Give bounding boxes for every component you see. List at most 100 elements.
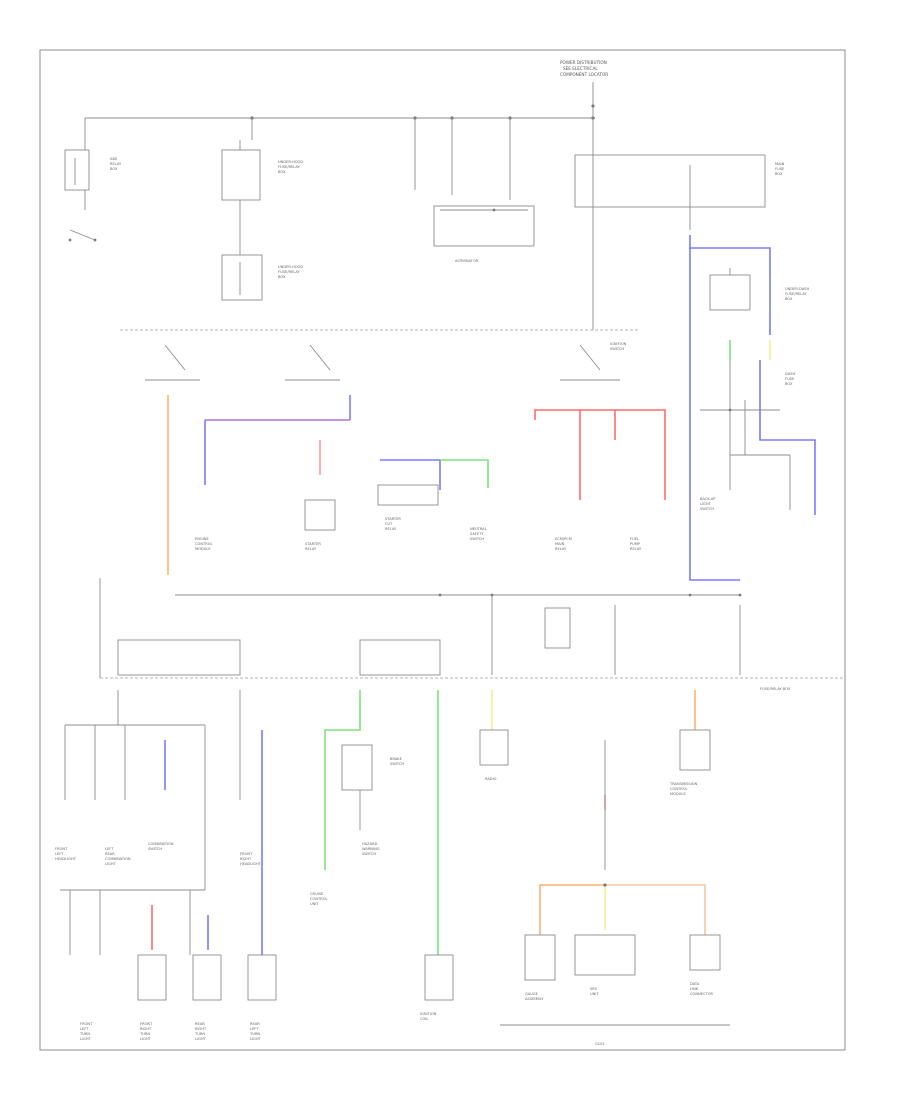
- svg-text:SWITCH: SWITCH: [362, 852, 376, 856]
- svg-text:REAR: REAR: [195, 1022, 205, 1026]
- svg-text:LIGHT: LIGHT: [195, 1037, 207, 1041]
- svg-text:RELAY: RELAY: [305, 547, 317, 551]
- svg-text:RELAY: RELAY: [110, 162, 122, 166]
- svg-text:LIGHT: LIGHT: [250, 1037, 262, 1041]
- bottom-colored-wires: [151, 690, 706, 955]
- svg-text:FRONT: FRONT: [140, 1022, 153, 1026]
- svg-text:BACK-UP: BACK-UP: [700, 497, 716, 501]
- svg-text:HAZARD: HAZARD: [362, 842, 378, 846]
- svg-text:IGNITION: IGNITION: [420, 1012, 437, 1016]
- svg-text:LINK: LINK: [690, 987, 699, 991]
- svg-text:LEFT: LEFT: [55, 852, 64, 856]
- svg-text:STARTER: STARTER: [305, 542, 321, 546]
- svg-text:SWITCH: SWITCH: [390, 762, 404, 766]
- svg-text:COMBINATION: COMBINATION: [148, 842, 174, 846]
- svg-text:UNDER-HOOD: UNDER-HOOD: [278, 160, 303, 164]
- middle-colored-wires: [167, 395, 666, 575]
- svg-text:SWITCH: SWITCH: [610, 347, 624, 351]
- svg-text:BOX: BOX: [278, 170, 286, 174]
- svg-text:TURN: TURN: [79, 1032, 90, 1036]
- svg-text:LIGHT: LIGHT: [80, 1037, 92, 1041]
- bottom-wiring: [60, 690, 730, 1026]
- diagram-frame: [39, 49, 846, 1051]
- svg-text:BOX: BOX: [278, 275, 286, 279]
- svg-text:CONTROL: CONTROL: [195, 542, 213, 546]
- svg-text:BOX: BOX: [110, 167, 118, 171]
- svg-text:CONTROL: CONTROL: [310, 897, 328, 901]
- svg-text:ABS: ABS: [110, 157, 118, 161]
- svg-text:BOX: BOX: [785, 297, 793, 301]
- middle-components: ENGINE CONTROL MODULE STARTER RELAY STAR…: [195, 484, 642, 551]
- svg-text:PUMP: PUMP: [630, 542, 641, 546]
- svg-text:UNDER-DASH: UNDER-DASH: [785, 287, 809, 291]
- svg-text:LEFT: LEFT: [250, 1027, 259, 1031]
- svg-text:FUSE: FUSE: [775, 167, 785, 171]
- svg-text:MAIN: MAIN: [555, 542, 565, 546]
- svg-text:TRANSMISSION: TRANSMISSION: [669, 782, 698, 786]
- svg-text:CONTROL: CONTROL: [670, 787, 688, 791]
- svg-text:UNDER-HOOD: UNDER-HOOD: [278, 265, 303, 269]
- svg-text:COMPONENT LOCATOR: COMPONENT LOCATOR: [560, 72, 608, 77]
- svg-text:ALTERNATOR: ALTERNATOR: [455, 259, 479, 263]
- svg-text:HEADLIGHT: HEADLIGHT: [55, 857, 77, 861]
- svg-text:STARTER: STARTER: [385, 517, 401, 521]
- svg-text:MODULE: MODULE: [670, 792, 686, 796]
- svg-text:FRONT: FRONT: [240, 852, 253, 856]
- svg-text:ECM/PCM: ECM/PCM: [555, 537, 572, 541]
- svg-text:ASSEMBLY: ASSEMBLY: [525, 997, 544, 1001]
- svg-text:TURN: TURN: [139, 1032, 150, 1036]
- svg-text:GAUGE: GAUGE: [525, 992, 539, 996]
- svg-text:LIGHT: LIGHT: [105, 862, 117, 866]
- svg-text:RIGHT: RIGHT: [140, 1027, 152, 1031]
- svg-text:SRS: SRS: [590, 987, 598, 991]
- alternator-group: ALTERNATOR: [414, 118, 535, 263]
- main-fuse-box: MAIN FUSE BOX: [574, 118, 785, 330]
- svg-text:LIGHT: LIGHT: [700, 502, 712, 506]
- svg-text:SEE ELECTRICAL: SEE ELECTRICAL: [563, 66, 598, 71]
- svg-text:FUSE/RELAY: FUSE/RELAY: [278, 165, 300, 169]
- svg-text:POWER DISTRIBUTION: POWER DISTRIBUTION: [560, 60, 607, 65]
- svg-text:COIL: COIL: [420, 1017, 428, 1021]
- svg-text:SWITCH: SWITCH: [148, 847, 162, 851]
- svg-text:LEFT: LEFT: [105, 847, 114, 851]
- svg-text:IGNITION: IGNITION: [610, 342, 627, 346]
- svg-text:RIGHT: RIGHT: [195, 1027, 207, 1031]
- svg-text:CUT: CUT: [385, 522, 393, 526]
- svg-text:SWITCH: SWITCH: [700, 507, 714, 511]
- svg-text:BRAKE: BRAKE: [390, 757, 403, 761]
- bottom-labels: FRONT LEFT HEADLIGHT LEFT REAR COMBINATI…: [55, 757, 714, 1041]
- svg-text:BOX: BOX: [785, 382, 793, 386]
- svg-text:HEADLIGHT: HEADLIGHT: [240, 862, 262, 866]
- svg-text:UNIT: UNIT: [310, 902, 319, 906]
- svg-text:LEFT: LEFT: [80, 1027, 89, 1031]
- svg-text:RADIO: RADIO: [485, 777, 497, 781]
- footer-center: G101: [595, 1042, 605, 1046]
- upper-fuse-group: UNDER-HOOD FUSE/RELAY BOX UNDER-HOOD FUS…: [221, 118, 303, 301]
- svg-text:CONNECTOR: CONNECTOR: [690, 992, 714, 996]
- svg-text:TURN: TURN: [194, 1032, 205, 1036]
- svg-text:TURN: TURN: [249, 1032, 260, 1036]
- svg-text:FUSE/RELAY: FUSE/RELAY: [785, 292, 807, 296]
- svg-text:WARNING: WARNING: [362, 847, 380, 851]
- svg-text:FUSE: FUSE: [785, 377, 795, 381]
- svg-text:REAR: REAR: [105, 852, 115, 856]
- svg-text:DATA: DATA: [690, 982, 700, 986]
- svg-text:SWITCH: SWITCH: [470, 537, 484, 541]
- svg-text:MAIN: MAIN: [775, 162, 785, 166]
- svg-text:RIGHT: RIGHT: [240, 857, 252, 861]
- svg-text:LIGHT: LIGHT: [140, 1037, 152, 1041]
- upper-right-relays: UNDER-DASH FUSE/RELAY BOX DASH FUSE BOX …: [700, 268, 809, 511]
- svg-text:FRONT: FRONT: [55, 847, 68, 851]
- svg-text:BOX: BOX: [775, 172, 783, 176]
- svg-text:NEUTRAL: NEUTRAL: [470, 527, 487, 531]
- lower-fuse-section: FUSE/RELAY BOX: [99, 578, 845, 691]
- svg-text:FUSE/RELAY: FUSE/RELAY: [278, 270, 300, 274]
- svg-text:RELAY: RELAY: [555, 547, 567, 551]
- svg-text:RELAY: RELAY: [385, 527, 397, 531]
- main-bus: [85, 82, 595, 120]
- top-label: POWER DISTRIBUTION SEE ELECTRICAL COMPON…: [560, 60, 608, 77]
- upper-left-box: ABS RELAY BOX: [64, 118, 122, 242]
- svg-text:CRUISE: CRUISE: [310, 892, 324, 896]
- svg-text:FUEL: FUEL: [630, 537, 639, 541]
